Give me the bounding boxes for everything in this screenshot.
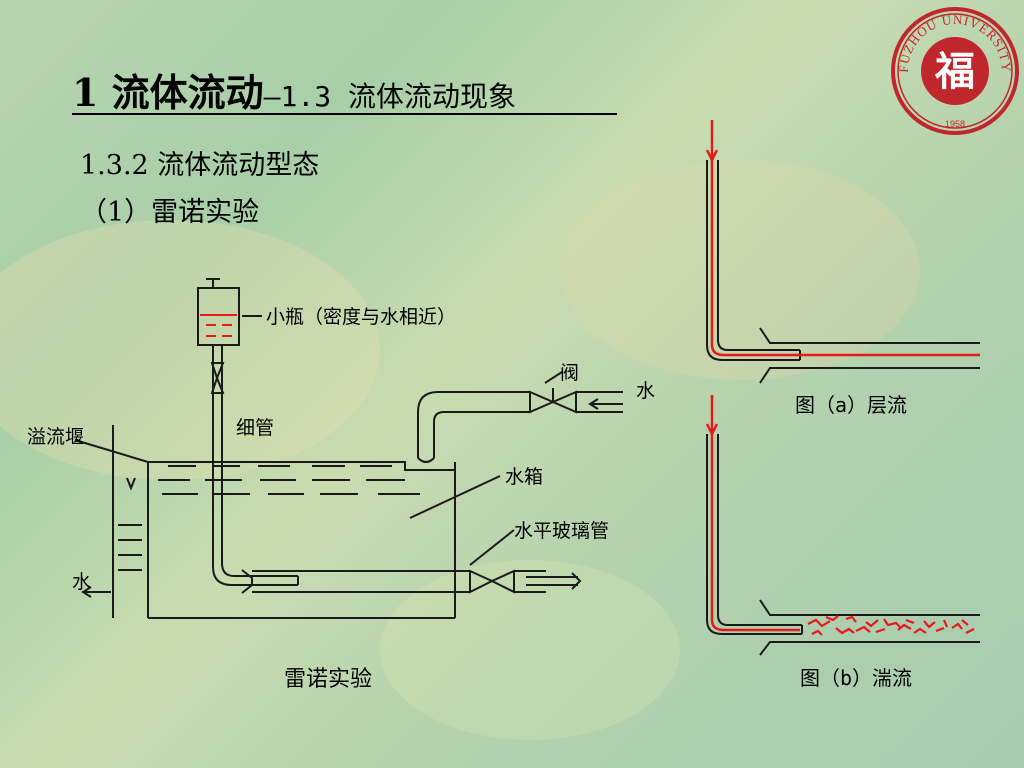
valve-label: 阀: [560, 362, 580, 384]
bottle-label: 小瓶（密度与水相近）: [266, 306, 457, 328]
thin-tube-bend-outer: [212, 566, 298, 586]
horizontal-tube-label: 水平玻璃管: [514, 520, 610, 542]
inlet-valve-right: [550, 390, 577, 414]
inlet-pipe-outer: [417, 391, 530, 458]
bottle-valve-top: [210, 362, 225, 381]
bottle-valve-bottom: [210, 375, 225, 394]
water-tank-label: 水箱: [505, 466, 544, 488]
figure-b-turbulent: [705, 395, 980, 656]
glass-tube-bellmouth: [241, 569, 253, 594]
outlet-valve-right: [489, 569, 515, 594]
university-logo: FUZHOU UNIVERSITY 福 1958: [886, 2, 1024, 140]
logo-char: 福: [934, 48, 975, 95]
turbulent-eddies: [807, 615, 975, 636]
thin-tube-bend-inner: [221, 562, 298, 577]
water-out-label: 水: [72, 571, 92, 593]
thin-tube-label: 细管: [236, 417, 275, 439]
figure-a-laminar: [705, 120, 980, 384]
diagram-caption: 雷诺实验: [284, 667, 373, 692]
water-in-label: 水: [636, 380, 656, 402]
logo-year: 1958: [945, 119, 965, 129]
title-sub: —1.3 流体流动现象: [263, 80, 516, 113]
inlet-pipe-inner: [433, 411, 530, 458]
tank-top: [148, 461, 455, 471]
title-underline: [72, 113, 617, 115]
inlet-pipe-mouth: [417, 457, 435, 463]
outlet-valve-left: [469, 569, 495, 594]
bg-blotch: [0, 220, 380, 480]
slide-title: 1 流体流动—1.3 流体流动现象: [72, 62, 516, 117]
figure-b-caption: 图（b）湍流: [800, 666, 913, 690]
inlet-valve-left: [529, 390, 556, 414]
bottle: [197, 287, 240, 346]
overflow-down-arrow: [126, 477, 136, 491]
section-heading: 1.3.2 流体流动型态: [80, 150, 320, 181]
overflow-weir-label: 溢流堰: [27, 426, 85, 448]
figure-a-caption: 图（a）层流: [795, 393, 908, 417]
title-main: 1 流体流动: [72, 70, 264, 115]
bg-blotch: [380, 560, 680, 740]
subsection-heading: （1）雷诺实验: [80, 197, 260, 228]
